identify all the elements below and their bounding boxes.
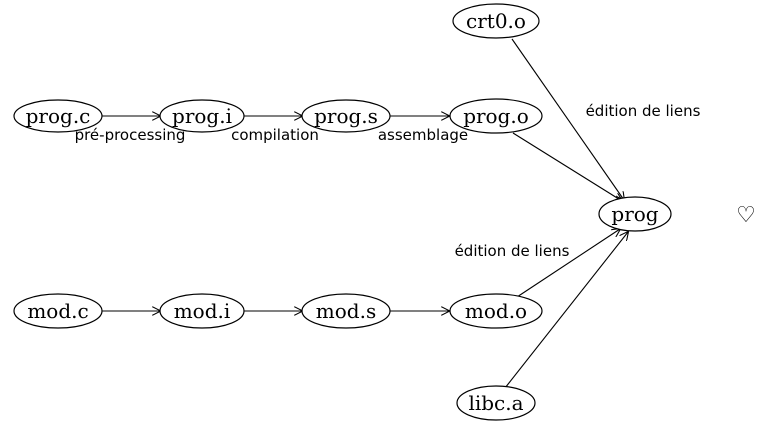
node-mod-s-label: mod.s [316, 299, 376, 323]
node-mod-s: mod.s [301, 293, 391, 329]
edges [101, 38, 628, 389]
node-mod-o-label: mod.o [465, 299, 527, 323]
edge-libc-prog [504, 232, 628, 389]
label-edition-bottom: édition de liens [455, 242, 570, 260]
edge-progo-prog [512, 132, 622, 201]
label-edition-top: édition de liens [586, 102, 701, 120]
node-mod-c: mod.c [13, 293, 103, 329]
node-prog-i-label: prog.i [172, 104, 232, 128]
label-assemblage: assemblage [378, 126, 468, 144]
node-crt0-label: crt0.o [466, 9, 526, 33]
node-prog-o: prog.o [449, 98, 543, 134]
node-mod-o: mod.o [449, 293, 543, 329]
node-prog-s: prog.s [301, 99, 391, 133]
label-preprocessing: pré-processing [75, 126, 186, 144]
node-libc: libc.a [456, 385, 536, 421]
node-mod-i: mod.i [159, 293, 245, 329]
node-prog-c: prog.c [13, 99, 103, 133]
node-prog-label: prog [611, 202, 658, 226]
node-prog-o-label: prog.o [463, 104, 529, 128]
heart-icon: ♡ [736, 203, 756, 228]
edge-crt0-prog [511, 38, 624, 200]
node-crt0: crt0.o [452, 3, 540, 39]
node-prog-i: prog.i [159, 99, 245, 133]
label-compilation: compilation [231, 126, 319, 144]
node-prog-s-label: prog.s [314, 104, 378, 128]
node-libc-label: libc.a [468, 391, 523, 415]
node-prog-c-label: prog.c [26, 104, 91, 128]
node-mod-c-label: mod.c [27, 299, 88, 323]
node-mod-i-label: mod.i [174, 299, 231, 323]
node-prog: prog [598, 196, 672, 232]
edge-modo-prog [516, 229, 620, 298]
